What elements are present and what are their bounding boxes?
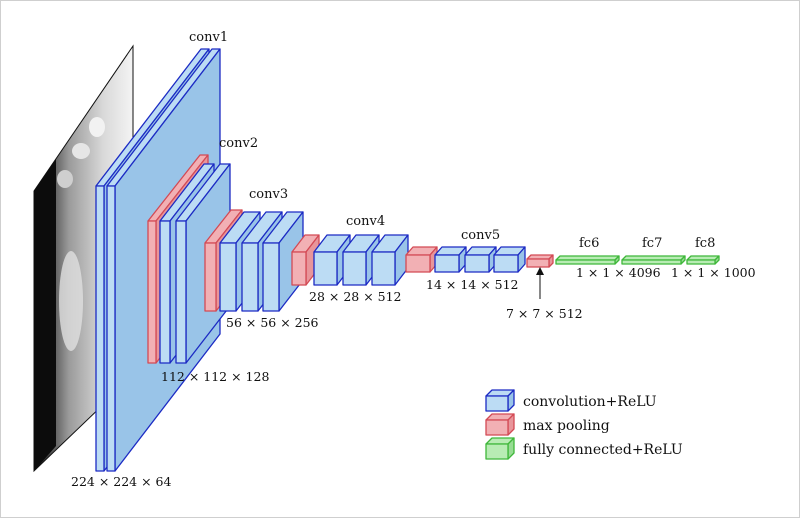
fc7-block [621,255,686,265]
legend-swatch-conv [485,389,515,412]
legend-label-conv: convolution+ReLU [523,394,657,410]
legend-swatch-fc [485,437,515,460]
dim-label-4096: 1 × 1 × 4096 [576,265,661,280]
conv4-block-3 [371,234,409,286]
legend-swatch-pool [485,413,515,436]
pool3-block [291,234,320,286]
conv5-block-2 [464,246,497,273]
stage-label-conv5: conv5 [461,228,500,243]
dim-label-56: 56 × 56 × 256 [226,315,319,330]
dim-label-7: 7 × 7 × 512 [506,306,583,321]
conv5-block-1 [434,246,467,273]
stage-label-fc7: fc7 [642,236,662,251]
pool4-block [405,246,438,273]
legend-label-pool: max pooling [523,418,610,434]
stage-label-conv4: conv4 [346,214,385,229]
pool5-block [526,254,554,268]
dim-label-14: 14 × 14 × 512 [426,277,519,292]
stage-label-fc8: fc8 [695,236,715,251]
dim-label-28: 28 × 28 × 512 [309,289,402,304]
stage-label-conv1: conv1 [189,30,228,45]
dim-label-112: 112 × 112 × 128 [161,369,269,384]
stage-label-conv3: conv3 [249,187,288,202]
stage-label-conv2: conv2 [219,136,258,151]
layer-blocks [95,48,720,472]
legend-label-fc: fully connected+ReLU [523,442,683,458]
fc8-block [686,255,720,265]
fc6-block [555,255,620,265]
pool5-pointer-arrow [536,267,544,299]
dim-label-1000: 1 × 1 × 1000 [671,265,756,280]
conv3-block-3 [262,211,304,312]
conv5-block-3 [493,246,526,273]
dim-label-224: 224 × 224 × 64 [71,474,172,489]
stage-label-fc6: fc6 [579,236,599,251]
legend: convolution+ReLU max pooling fully conne… [485,389,683,460]
